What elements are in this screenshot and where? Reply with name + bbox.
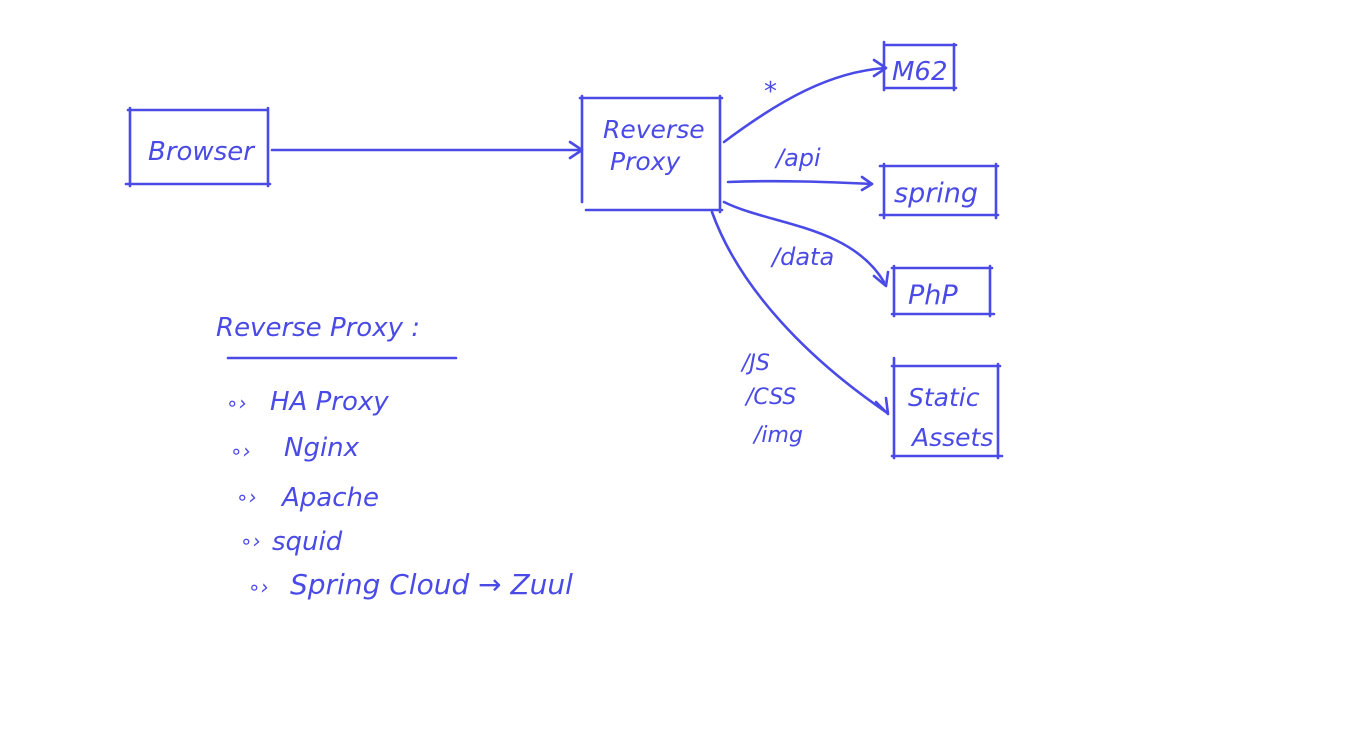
static-assets-node: Static Assets <box>890 356 1004 460</box>
route-data-label: /data <box>770 243 834 271</box>
spring-node: spring <box>878 162 1000 220</box>
m62-node: M62 <box>882 40 958 92</box>
list-item: ∘› Nginx <box>230 433 360 463</box>
route-api-arrow: /api <box>726 144 874 192</box>
list-bullet: ∘› <box>230 439 251 463</box>
static-assets-label-line2: Assets <box>910 423 993 452</box>
reverse-proxy-node: Reverse Proxy <box>578 94 724 214</box>
route-img-label: /img <box>752 423 803 448</box>
list-item: ∘› Apache <box>236 483 379 513</box>
reverse-proxy-label-line1: Reverse <box>603 115 705 144</box>
php-node: PhP <box>890 264 996 318</box>
list-bullet: ∘› <box>248 575 269 599</box>
php-label: PhP <box>908 280 958 311</box>
route-css-label: /CSS <box>744 385 796 410</box>
list-item-label: HA Proxy <box>270 387 389 417</box>
list-item: ∘› squid <box>240 527 343 557</box>
spring-label: spring <box>894 178 978 209</box>
list-bullet: ∘› <box>236 485 257 509</box>
list-item-label: squid <box>272 527 343 557</box>
route-static-arrow: /JS /CSS /img <box>710 210 890 448</box>
notes-heading: Reverse Proxy : <box>216 313 420 343</box>
route-data-arrow: /data <box>722 200 890 288</box>
static-assets-label-line1: Static <box>908 383 980 412</box>
route-api-label: /api <box>774 144 821 172</box>
list-item-label: Apache <box>280 483 379 513</box>
list-item: ∘› Spring Cloud → Zuul <box>248 568 573 601</box>
list-item-label: Nginx <box>284 433 360 463</box>
m62-label: M62 <box>892 57 948 87</box>
list-bullet: ∘› <box>240 529 261 553</box>
route-wildcard-label: * <box>764 77 777 107</box>
route-js-label: /JS <box>740 351 770 376</box>
notes-section: Reverse Proxy : ∘› HA Proxy ∘› Nginx ∘› … <box>216 313 573 601</box>
list-item-label: Spring Cloud → Zuul <box>290 568 573 601</box>
list-bullet: ∘› <box>226 391 247 415</box>
browser-label: Browser <box>148 137 256 167</box>
reverse-proxy-label-line2: Proxy <box>610 147 681 176</box>
list-item: ∘› HA Proxy <box>226 387 389 417</box>
browser-node: Browser <box>124 106 272 188</box>
browser-to-proxy-arrow <box>270 140 584 160</box>
route-wildcard-arrow: * <box>722 58 888 144</box>
